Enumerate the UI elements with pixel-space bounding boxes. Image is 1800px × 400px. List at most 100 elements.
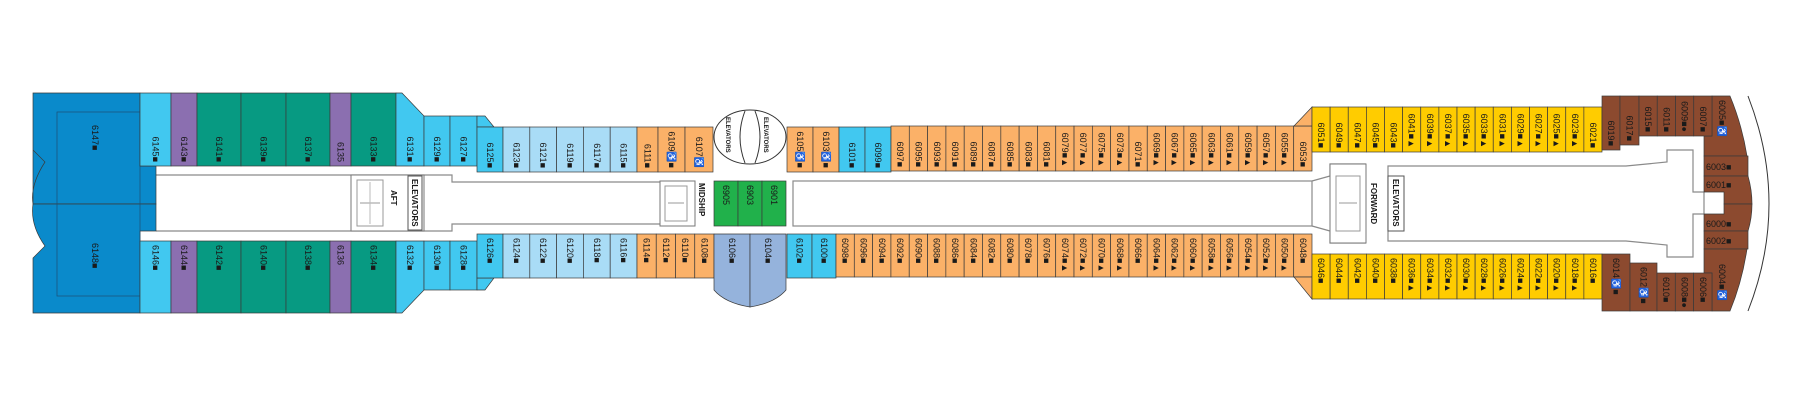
cabin-6130[interactable]: 6130■ [423,240,451,291]
cabin-6120[interactable]: 6120■ [556,233,584,279]
cabin-6100[interactable]: 6100■ [811,233,837,279]
cabin-6017[interactable]: 6017■ [1619,95,1640,146]
cabin-6901[interactable]: 6901 [761,180,787,227]
cabin-6123[interactable]: 6123■ [502,126,531,173]
cabin-6015[interactable]: 6015■ [1638,95,1658,137]
cabin-6097[interactable]: 6097■ [890,125,910,172]
cabin-6107[interactable]: 6107♿ [684,126,714,173]
cabin-6136[interactable]: 6136 [329,240,352,314]
cabin-6132[interactable]: 6132■ [395,240,425,314]
cabin-6065[interactable]: 6065■▲ [1183,125,1203,172]
cabin-6082[interactable]: 6082■ [982,233,1002,278]
cabin-6078[interactable]: 6078■ [1018,233,1038,278]
cabin-6047[interactable]: 6047■ [1347,106,1367,153]
cabin-6115[interactable]: 6115■ [609,126,638,173]
cabin-6110[interactable]: 6110■ [675,233,696,279]
cabin-6112[interactable]: 6112■ [655,233,676,279]
cabin-6127[interactable]: 6127■ [449,115,478,167]
cabin-6147[interactable]: 6147■ [32,92,157,205]
cabin-6067[interactable]: 6067■▲ [1165,125,1185,172]
cabin-6000[interactable]: 6000■ [1703,203,1753,232]
cabin-6134[interactable]: 6134■ [350,240,397,314]
cabin-6084[interactable]: 6084■ [963,233,983,278]
cabin-6103[interactable]: 6103♿■ [812,126,840,173]
cabin-6033[interactable]: 6033■▲ [1474,106,1494,153]
cabin-6142[interactable]: 6142■ [196,240,242,314]
cabin-6121[interactable]: 6121■ [529,126,557,173]
cabin-6043[interactable]: 6043■ [1384,106,1403,153]
cabin-6148[interactable]: 6148■ [32,203,157,314]
cabin-6088[interactable]: 6088■ [927,233,947,278]
cabin-6083[interactable]: 6083■ [1018,125,1038,172]
cabin-6086[interactable]: 6086■ [945,233,965,278]
cabin-6109[interactable]: 6109♿■ [657,126,686,173]
cabin-6007[interactable]: 6007■ [1693,95,1713,137]
cabin-6005[interactable]: 6005■♿ [1703,95,1748,157]
cabin-6085[interactable]: 6085■ [1000,125,1020,172]
cabin-6143[interactable]: 6143■ [170,92,198,167]
cabin-6060[interactable]: 6060■▲ [1183,233,1203,278]
cabin-6903[interactable]: 6903 [737,180,763,227]
cabin-6014[interactable]: 6014♿■ [1601,253,1631,312]
cabin-6137[interactable]: 6137■ [285,92,331,167]
cabin-6139[interactable]: 6139■ [240,92,287,167]
cabin-6072[interactable]: 6072■▲ [1073,233,1093,278]
cabin-6011[interactable]: 6011■ [1656,95,1676,137]
cabin-6077[interactable]: 6077■▲ [1073,125,1093,172]
cabin-6104[interactable]: 6104■ [749,233,787,308]
cabin-6080[interactable]: 6080■ [1000,233,1020,278]
cabin-6118[interactable]: 6118■ [583,233,611,279]
cabin-6117[interactable]: 6117■ [583,126,611,173]
cabin-6087[interactable]: 6087■ [982,125,1002,172]
cabin-6051[interactable]: 6051■ [1311,106,1331,153]
cabin-6066[interactable]: 6066■ [1128,233,1148,278]
cabin-6129[interactable]: 6129■ [423,115,451,167]
cabin-6022[interactable]: 6022■▲ [1529,253,1548,300]
cabin-6111[interactable]: 6111■ [636,126,659,173]
cabin-6048[interactable]: 6048■ [1293,233,1313,278]
cabin-6032[interactable]: 6032■▲ [1438,253,1458,300]
cabin-6146[interactable]: 6146■ [139,240,172,314]
cabin-6031[interactable]: 6031■▲ [1492,106,1512,153]
cabin-6089[interactable]: 6089■ [963,125,983,172]
cabin-6059[interactable]: 6059■▲ [1238,125,1258,172]
cabin-6006[interactable]: 6006■ [1693,272,1713,312]
cabin-6057[interactable]: 6057■▲ [1256,125,1276,172]
cabin-6062[interactable]: 6062■▲ [1165,233,1185,278]
cabin-6049[interactable]: 6049■ [1329,106,1349,153]
cabin-6092[interactable]: 6092■ [890,233,910,278]
cabin-6019[interactable]: 6019■ [1601,95,1621,151]
cabin-6053[interactable]: 6053■ [1293,125,1313,172]
cabin-6039[interactable]: 6039■▲ [1420,106,1440,153]
cabin-6076[interactable]: 6076■ [1037,233,1057,278]
cabin-6093[interactable]: 6093■ [927,125,947,172]
cabin-6045[interactable]: 6045■ [1366,106,1385,153]
cabin-6124[interactable]: 6124■ [502,233,531,279]
cabin-6010[interactable]: 6010■ [1656,272,1676,312]
cabin-6012[interactable]: 6012♿■ [1629,262,1658,312]
cabin-6056[interactable]: 6056■▲ [1220,233,1240,278]
cabin-6116[interactable]: 6116■ [609,233,638,279]
cabin-6081[interactable]: 6081■ [1037,125,1057,172]
cabin-6038[interactable]: 6038■ [1384,253,1403,300]
aft-elevators[interactable] [407,175,423,231]
cabin-6035[interactable]: 6035■▲ [1456,106,1476,153]
cabin-6026[interactable]: 6026■▲ [1492,253,1512,300]
cabin-6046[interactable]: 6046■ [1311,253,1331,300]
cabin-6094[interactable]: 6094■ [872,233,892,278]
cabin-6108[interactable]: 6108■ [694,233,715,279]
cabin-6003[interactable]: 6003■ [1703,155,1749,177]
cabin-6106[interactable]: 6106■ [713,233,751,308]
cabin-6052[interactable]: 6052■▲ [1256,233,1276,278]
cabin-6141[interactable]: 6141■ [196,92,242,167]
cabin-6061[interactable]: 6061■▲ [1220,125,1240,172]
cabin-6055[interactable]: 6055■▲ [1275,125,1295,172]
cabin-6008[interactable]: 6008■● [1674,272,1694,312]
cabin-6020[interactable]: 6020■▲ [1547,253,1567,300]
cabin-6133[interactable]: 6133■ [350,92,397,167]
cabin-6074[interactable]: 6074■▲ [1055,233,1075,278]
cabin-6034[interactable]: 6034■▲ [1420,253,1440,300]
cabin-6102[interactable]: 6102■ [786,233,813,279]
cabin-6001[interactable]: 6001■ [1703,175,1753,205]
cabin-6131[interactable]: 6131■ [395,92,425,167]
